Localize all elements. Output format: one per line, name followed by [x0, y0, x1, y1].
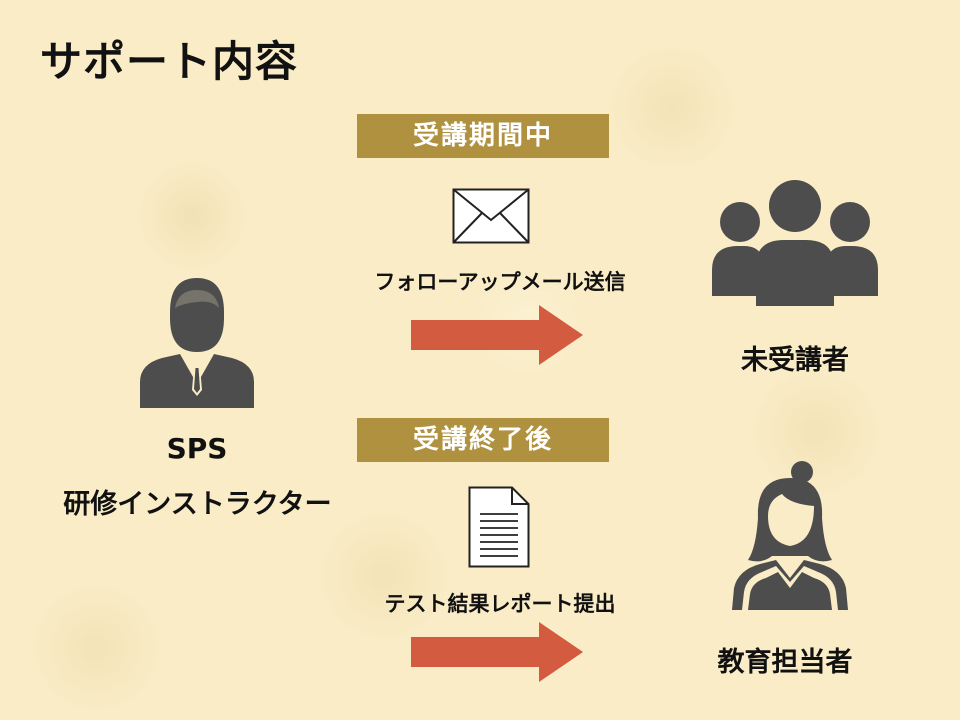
- page-title: サポート内容: [40, 37, 299, 86]
- badge-during-course: 受講期間中: [357, 114, 609, 158]
- arrow-right-icon: [411, 622, 583, 682]
- document-icon: [468, 486, 530, 568]
- woman-icon: [732, 460, 848, 610]
- arrow-right-icon: [411, 305, 583, 365]
- envelope-icon: [452, 188, 530, 244]
- contact-label: 教育担当者: [717, 647, 853, 678]
- instructor-role-label: 研修インストラクター: [63, 489, 332, 520]
- report-caption: テスト結果レポート提出: [384, 592, 616, 616]
- instructor-org-label: SPS: [166, 432, 228, 465]
- group-label: 未受講者: [741, 345, 849, 376]
- follow-up-mail-caption: フォローアップメール送信: [374, 270, 626, 294]
- badge-after-course: 受講終了後: [357, 418, 609, 462]
- group-icon: [712, 178, 878, 306]
- businessman-icon: [140, 272, 254, 408]
